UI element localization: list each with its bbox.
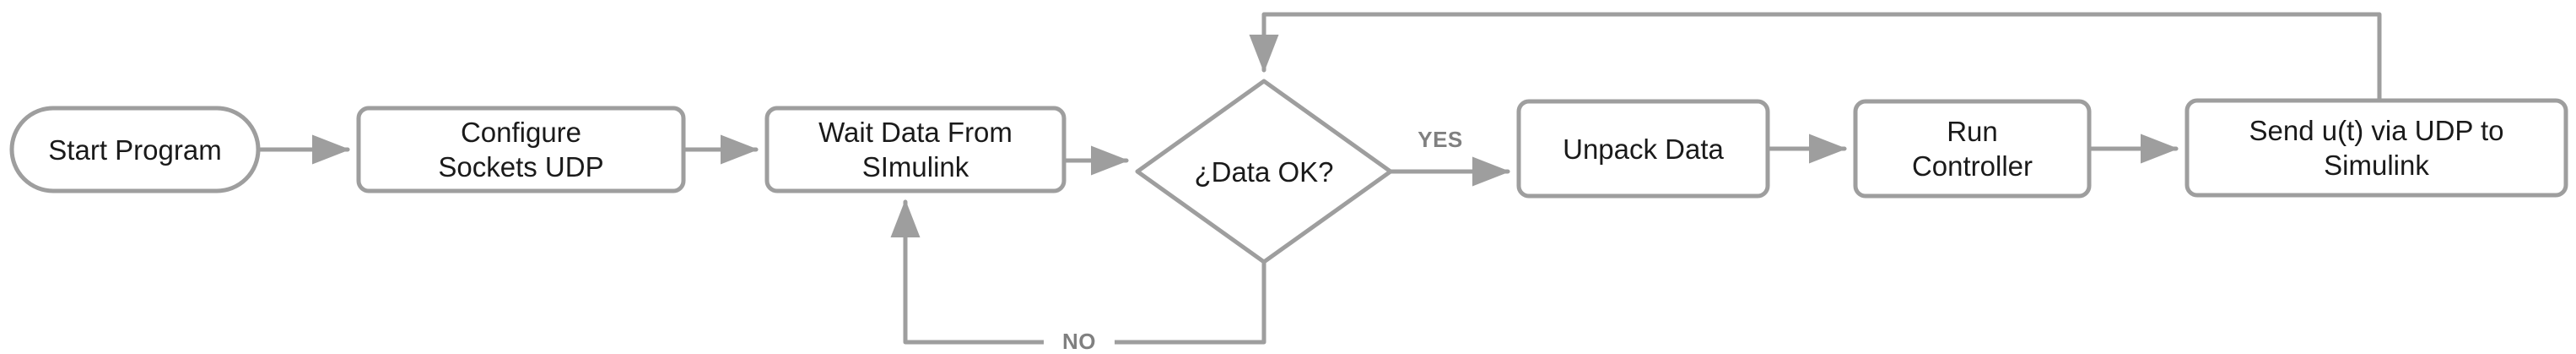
node-unpack-data[interactable] <box>1516 99 1770 199</box>
node-run-controller[interactable] <box>1853 99 2092 199</box>
edge-send-feedback-to-decision <box>1249 12 2382 103</box>
node-configure-sockets[interactable] <box>356 106 686 193</box>
node-start[interactable] <box>9 106 261 193</box>
node-wait-data[interactable] <box>764 106 1067 193</box>
node-decision-data-ok[interactable] <box>1135 79 1393 264</box>
node-send-udp[interactable] <box>2184 98 2568 198</box>
